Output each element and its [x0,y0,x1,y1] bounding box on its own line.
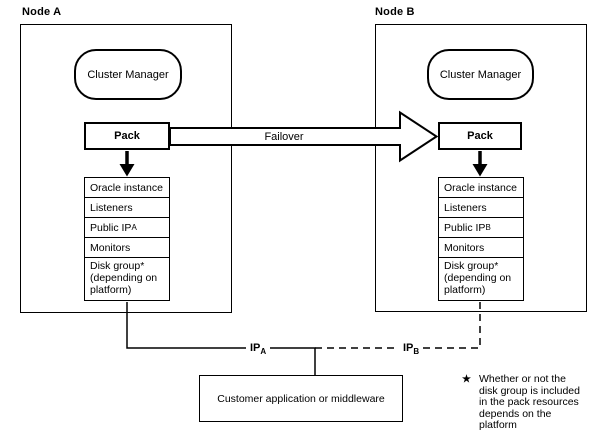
subscript: B [413,347,420,357]
customer-application-label: Customer application or middleware [217,392,385,405]
stack-b-row-oracle-instance: Oracle instance [439,178,523,198]
stack-a-row-listeners: Listeners [85,198,169,218]
pack-a-label: Pack [114,130,140,142]
stack-row-label: Public IP [444,221,486,234]
pack-b-box: Pack [438,122,522,150]
ip-b-text: IP [403,342,414,354]
cluster-manager-b-label: Cluster Manager [439,68,522,81]
stack-row-label: Listeners [90,201,133,214]
stack-b-row-listeners: Listeners [439,198,523,218]
ip-a-label: IPA [246,341,271,357]
footnote-star-icon: ★ [462,374,471,385]
footnote-text: Whether or not the disk group is include… [479,373,580,431]
stack-row-label: Monitors [90,241,131,254]
pack-b-label: Pack [467,130,493,142]
stack-a-row-monitors: Monitors [85,238,169,258]
stack-row-label: Listeners [444,201,487,214]
stack-a-row-disk-group: Disk group* (depending on platform) [90,260,158,296]
failover-label: Failover [264,131,304,143]
stack-b-row-disk-group: Disk group* (depending on platform) [444,260,512,296]
ip-a-text: IP [250,342,261,354]
stack-a-row-oracle-instance: Oracle instance [85,178,169,198]
stack-row-label: Monitors [444,241,485,254]
ip-b-label: IPB [399,341,424,357]
cluster-manager-a-box: Cluster Manager [74,49,182,100]
stack-b-row-monitors: Monitors [439,238,523,258]
stack-row-label: Oracle instance [90,181,163,194]
cluster-manager-a-label: Cluster Manager [87,68,169,81]
customer-application-box: Customer application or middleware [199,375,403,422]
stack-row-label: Oracle instance [444,181,517,194]
pack-a-box: Pack [84,122,170,150]
node-a-title: Node A [22,6,62,18]
node-b-title: Node B [375,6,415,18]
stack-row-label: Public IP [90,221,132,234]
cluster-manager-b-box: Cluster Manager [427,49,534,100]
subscript: A [260,347,267,357]
